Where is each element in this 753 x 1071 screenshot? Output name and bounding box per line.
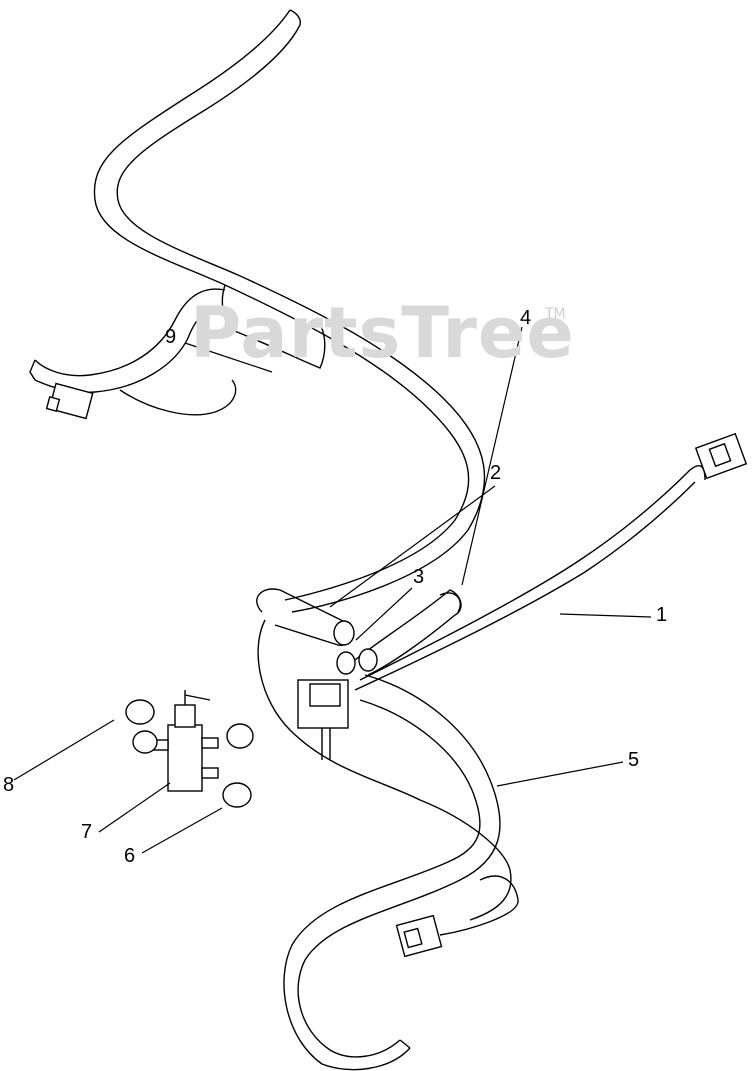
callout-8: 8 — [3, 774, 15, 796]
center-connector — [297, 679, 349, 760]
callout-1: 1 — [656, 604, 668, 626]
left-branch-hose — [29, 288, 237, 420]
callout-5: 5 — [628, 749, 640, 771]
callout-7: 7 — [81, 821, 93, 843]
callout-2: 2 — [490, 462, 502, 484]
upper-hose — [93, 9, 486, 613]
wire-harness-1 — [354, 432, 748, 691]
short-hoses — [256, 588, 462, 676]
watermark: PartsTree — [190, 292, 575, 374]
watermark-trademark: TM — [545, 306, 566, 322]
caps — [125, 699, 254, 808]
callout-9: 9 — [165, 326, 177, 348]
lower-hose — [257, 619, 519, 1071]
leader-lines — [13, 326, 652, 854]
callout-6: 6 — [124, 845, 136, 867]
callout-4: 4 — [520, 307, 532, 329]
callout-3: 3 — [413, 566, 425, 588]
valve-assembly — [149, 690, 219, 792]
